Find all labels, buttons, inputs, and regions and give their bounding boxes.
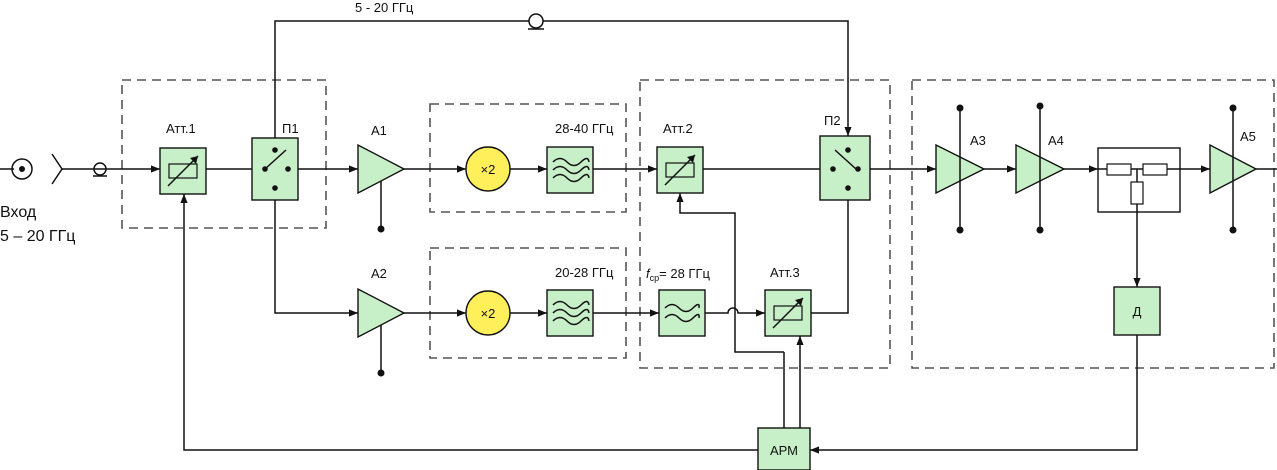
p1-label: П1 xyxy=(282,121,299,136)
output-group-frame xyxy=(911,79,1275,369)
att1-block xyxy=(159,147,207,195)
a2-label: А2 xyxy=(371,266,387,281)
att3-label: Атт.3 xyxy=(770,265,800,280)
input-title: Вход xyxy=(0,204,37,221)
coupler-block xyxy=(1097,147,1181,213)
lower-multiplier-label: ×2 xyxy=(481,306,496,321)
hpf-label: fср= 28 ГГц xyxy=(646,266,710,283)
lower-filter-block xyxy=(546,289,594,337)
a1-label: А1 xyxy=(371,123,387,138)
input-connector-icon xyxy=(0,153,160,185)
a5-amplifier xyxy=(1209,104,1258,234)
a5-label: А5 xyxy=(1240,129,1256,144)
p2-label: П2 xyxy=(824,113,841,128)
p1-switch-block xyxy=(251,137,299,201)
p2-switch-block xyxy=(819,135,871,201)
a4-amplifier xyxy=(1015,102,1066,234)
att3-block xyxy=(764,289,812,337)
bypass-coax-icon xyxy=(528,13,544,30)
a2-amplifier xyxy=(357,287,406,377)
bypass-range-label: 5 - 20 ГГц xyxy=(355,0,414,15)
detector-label: Д xyxy=(1133,304,1142,319)
a3-label: А3 xyxy=(970,133,986,148)
input-group-frame xyxy=(121,79,327,229)
upper-filter-block xyxy=(546,146,594,194)
a1-amplifier xyxy=(357,143,406,233)
lower-multiplier-group-frame xyxy=(429,247,627,359)
upper-filter-label: 28-40 ГГц xyxy=(555,121,614,136)
a3-amplifier xyxy=(935,104,986,234)
upper-multiplier-group-frame xyxy=(429,103,627,213)
middle-group-frame xyxy=(639,79,891,369)
detector-block xyxy=(1113,286,1161,336)
arm-label: АРМ xyxy=(770,443,798,458)
arm-block xyxy=(757,427,811,470)
att2-block xyxy=(656,146,704,194)
hpf-block xyxy=(658,289,706,337)
upper-multiplier-label: ×2 xyxy=(481,162,496,177)
att1-label: Атт.1 xyxy=(166,121,196,136)
a4-label: А4 xyxy=(1048,133,1064,148)
att2-label: Атт.2 xyxy=(663,121,693,136)
lower-filter-label: 20-28 ГГц xyxy=(555,265,614,280)
input-range-label: 5 – 20 ГГц xyxy=(0,228,75,245)
